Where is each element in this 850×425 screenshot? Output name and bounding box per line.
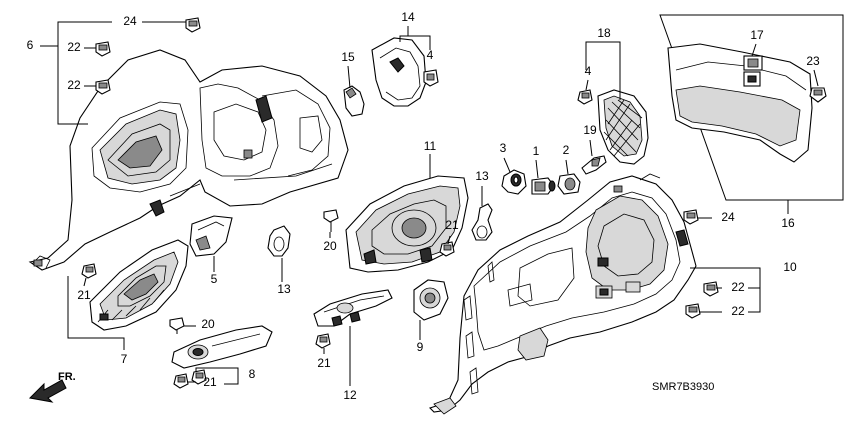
callout-14: 14 (401, 10, 415, 24)
part-22-clip-b (95, 79, 111, 95)
part-11-speaker-trim (345, 175, 469, 273)
part-24-clip-a (185, 17, 201, 33)
callout-17: 17 (750, 28, 764, 42)
callout-24-a: 24 (123, 14, 137, 28)
part-24-clip-b (683, 209, 699, 225)
part-21-clip-e (315, 333, 331, 349)
callout-3: 3 (500, 141, 507, 155)
part-21-clip-a (439, 241, 455, 257)
part-1-plug (531, 177, 556, 195)
part-7-lower-trim (89, 239, 189, 331)
callout-10: 10 (783, 260, 797, 274)
part-19-bracket (581, 155, 607, 175)
part-20-screw-b (169, 317, 185, 334)
part-23-clip (809, 87, 827, 103)
front-direction-arrow: FR. (28, 371, 76, 403)
callout-21-c: 21 (317, 356, 331, 370)
callout-18: 18 (597, 26, 611, 40)
part-21-clip-c (173, 373, 189, 389)
part-9-bezel (413, 279, 449, 321)
part-14-cover (371, 37, 427, 107)
part-6-side-lining (28, 49, 349, 271)
callout-11: 11 (424, 139, 437, 153)
callout-22-b: 22 (67, 78, 81, 92)
part-5-panel (189, 215, 233, 257)
callout-24-b: 24 (721, 210, 735, 224)
part-10-side-lining (428, 173, 697, 415)
callout-21-a: 21 (445, 218, 459, 232)
callout-21-b: 21 (77, 288, 91, 302)
callout-13-a: 13 (475, 169, 489, 183)
callout-20-a: 20 (323, 239, 337, 253)
callout-22-a: 22 (67, 40, 81, 54)
callout-16: 16 (781, 216, 795, 230)
callout-7: 7 (121, 352, 128, 366)
callout-9: 9 (417, 340, 424, 354)
callout-13-b: 13 (277, 282, 291, 296)
callout-4-b: 4 (585, 64, 592, 78)
part-16-rear-panel-box (659, 14, 844, 201)
callout-22-c: 22 (731, 280, 745, 294)
leader-lines (40, 21, 819, 386)
callout-1: 1 (533, 144, 540, 158)
part-13-hook-b (267, 225, 291, 257)
part-22-clip-d (685, 303, 701, 319)
callout-4-a: 4 (427, 48, 434, 62)
callout-19: 19 (583, 123, 597, 137)
part-18-grille (597, 89, 649, 165)
callout-labels: 24 6 22 22 14 4 15 18 4 17 23 19 3 1 2 1… (27, 10, 820, 402)
part-17-clip (743, 55, 763, 71)
part-21-clip-d (191, 369, 207, 385)
callout-6: 6 (27, 38, 34, 52)
part-2-cap (557, 173, 581, 195)
diagram-code: SMR7B3930 (652, 381, 714, 393)
part-22-clip-c (703, 281, 719, 297)
part-20-screw-a (323, 209, 339, 232)
callout-20-b: 20 (201, 317, 215, 331)
part-13-hook-a (471, 203, 493, 241)
callout-8: 8 (249, 367, 256, 381)
part-4-clip-b (577, 89, 593, 105)
front-direction-label: FR. (58, 371, 76, 383)
callout-23: 23 (806, 54, 820, 68)
callout-2: 2 (563, 143, 570, 157)
part-15-cap (343, 85, 365, 117)
part-12-bar-trim (313, 289, 393, 327)
callout-21-d: 21 (203, 375, 217, 389)
callout-22-d: 22 (731, 304, 745, 318)
callout-5: 5 (211, 272, 218, 286)
part-22-clip-a (95, 41, 111, 57)
part-4-clip-a (423, 69, 439, 87)
part-8-handle-trim (171, 325, 273, 369)
callout-12: 12 (343, 388, 357, 402)
part-21-clip-b (81, 263, 97, 279)
callout-15: 15 (341, 50, 355, 64)
part-3-socket (501, 169, 527, 195)
